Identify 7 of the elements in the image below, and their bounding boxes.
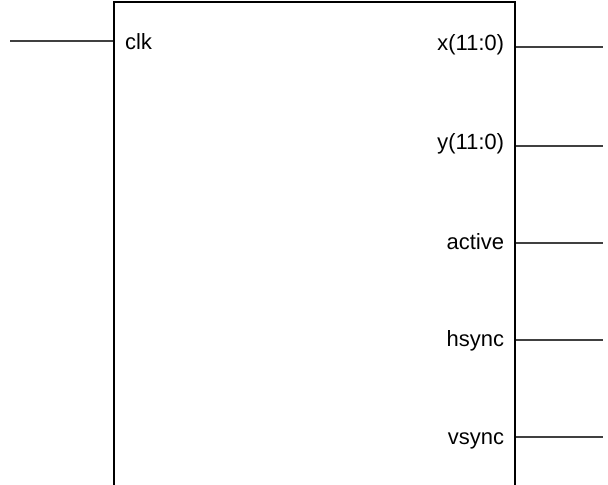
- pin-label: hsync: [446, 326, 504, 352]
- pin-label: clk: [125, 29, 152, 55]
- block-symbol: [113, 1, 516, 485]
- pin-label: y(11:0): [437, 129, 504, 155]
- pin-label: x(11:0): [437, 30, 504, 56]
- pin-label: active: [446, 229, 504, 255]
- pin-label: vsync: [448, 424, 504, 450]
